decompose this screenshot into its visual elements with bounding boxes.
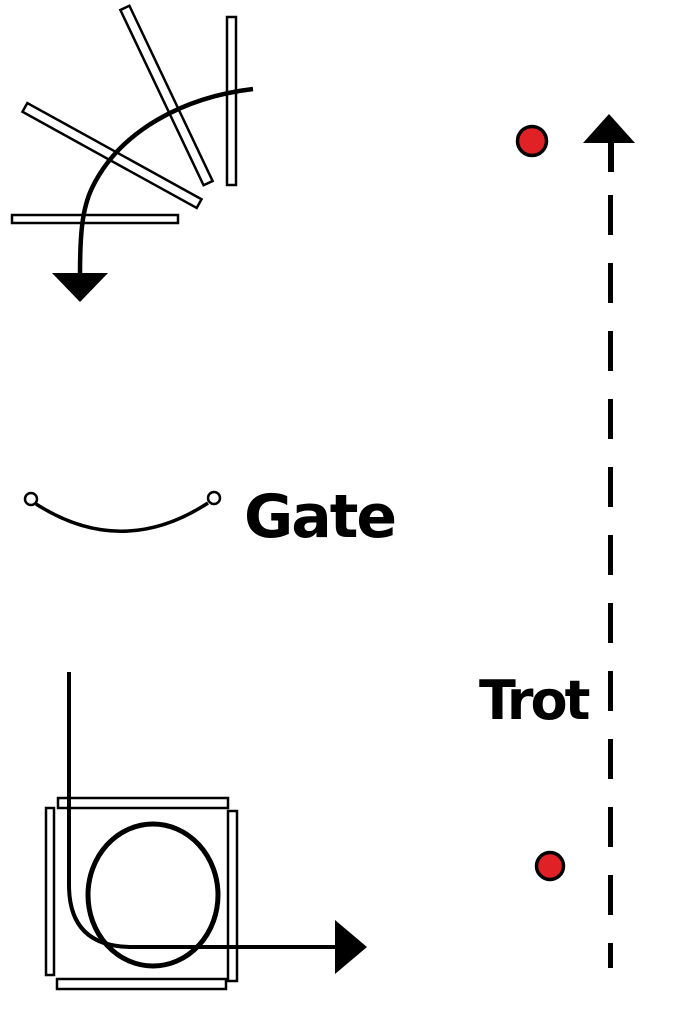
fan-pole-2 xyxy=(225,15,238,187)
fan-pole-1 xyxy=(118,4,215,187)
box-pole-bottom xyxy=(55,977,228,991)
box-turn-circle xyxy=(85,821,221,969)
gate-post-left-icon xyxy=(23,491,39,507)
gate-rope-curve xyxy=(35,501,209,533)
box-path-line xyxy=(67,672,335,949)
trot-arrowhead-up-icon xyxy=(583,114,635,143)
gate-post-right-icon xyxy=(206,490,222,506)
fan-pole-4 xyxy=(10,213,180,225)
fan-path-curve xyxy=(77,86,254,275)
pole-fan-obstacle xyxy=(10,4,254,302)
trot-lane: Trot xyxy=(479,114,635,968)
box-exit-arrowhead-right-icon xyxy=(335,920,367,974)
fan-arrowhead-down-icon xyxy=(52,273,108,302)
trot-marker-top xyxy=(515,124,549,158)
gate-obstacle: Gate xyxy=(23,482,397,552)
box-pole-top xyxy=(56,796,230,810)
trot-label: Trot xyxy=(479,669,590,732)
turn-box-obstacle xyxy=(44,672,367,991)
box-pole-left xyxy=(44,806,56,977)
trot-marker-bottom xyxy=(534,850,566,882)
gate-label: Gate xyxy=(244,482,395,552)
box-pole-right xyxy=(226,809,239,983)
